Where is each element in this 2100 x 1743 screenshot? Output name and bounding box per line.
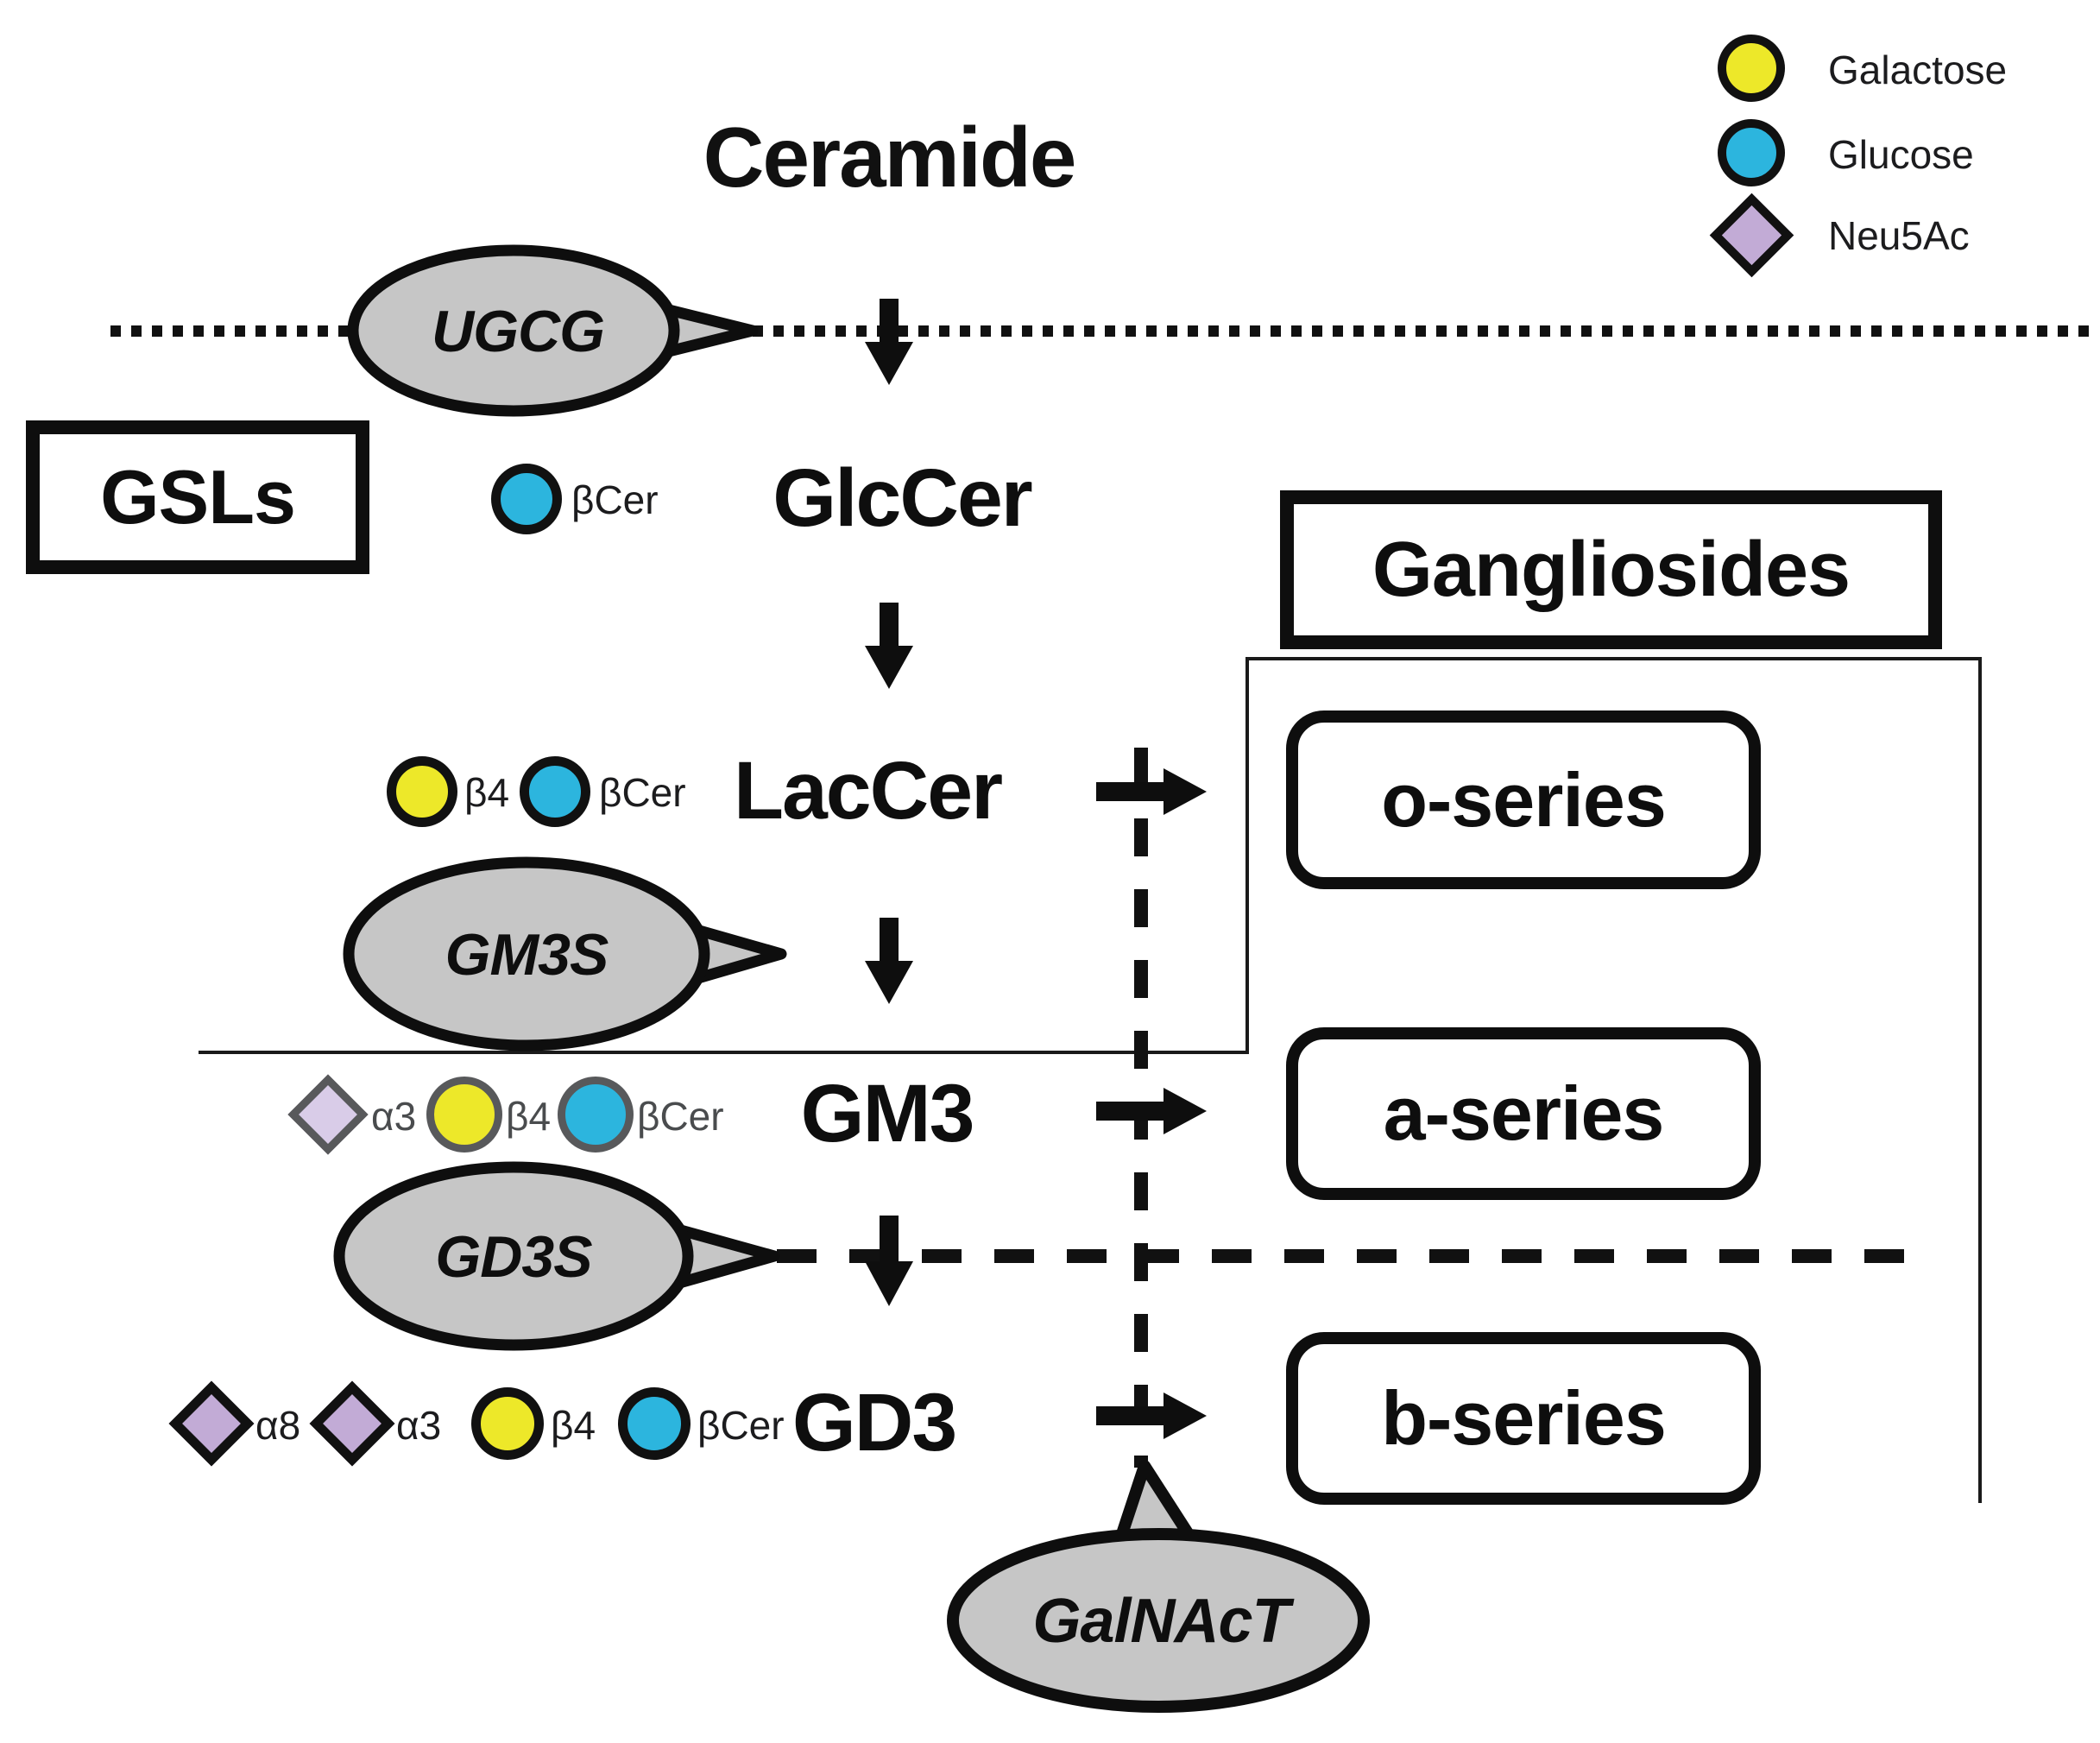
gm3s-bubble xyxy=(343,856,787,1051)
legend-galactose-icon xyxy=(1718,35,1785,102)
gm3-cer-label: βCer xyxy=(637,1094,724,1139)
laccer-label: LacCer xyxy=(733,745,1003,837)
gm3-glucose-icon xyxy=(558,1077,634,1153)
laccer-cer-label: βCer xyxy=(599,770,686,815)
arrow-down-glccer-laccer-icon xyxy=(865,603,913,689)
legend-glucose-icon xyxy=(1718,119,1785,186)
arrow-right-gm3-aseries-icon xyxy=(1096,1088,1207,1134)
page-title: Ceramide xyxy=(703,110,1077,205)
legend-neu5ac-icon xyxy=(1709,193,1794,278)
gd3-neu5ac-icon-1 xyxy=(168,1380,255,1467)
gm3-neu5ac-icon xyxy=(287,1074,369,1155)
gangliosides-frame-step-line xyxy=(199,1051,1249,1054)
laccer-glucose-icon xyxy=(520,756,590,827)
o-series-label: o-series xyxy=(1381,756,1667,843)
gsls-box: GSLs xyxy=(26,420,369,574)
gm3-b4-label: β4 xyxy=(506,1094,552,1139)
ugcg-label: UGCG xyxy=(432,299,605,364)
arrow-right-gd3-bseries-icon xyxy=(1096,1393,1207,1439)
gd3s-dashed-line xyxy=(777,1249,1933,1263)
arrow-down-laccer-gm3-icon xyxy=(865,918,913,1004)
gm3-galactose-icon xyxy=(426,1077,502,1153)
galnact-label: GalNAcT xyxy=(1032,1587,1290,1656)
gangliosides-frame-right-line xyxy=(1978,657,1982,1503)
a-series-box: a-series xyxy=(1286,1027,1761,1200)
gd3-glucose-icon xyxy=(618,1387,691,1460)
gangliosides-box: Gangliosides xyxy=(1280,490,1942,649)
gd3-a8-label: α8 xyxy=(255,1403,301,1448)
gm3s-label: GM3S xyxy=(445,922,609,988)
a-series-label: a-series xyxy=(1383,1070,1665,1156)
ugcg-bubble xyxy=(347,244,759,417)
o-series-box: o-series xyxy=(1286,710,1761,889)
glccer-glucose-icon xyxy=(491,464,562,534)
arrow-down-ceramide-glccer-icon xyxy=(865,299,913,385)
gm3-label: GM3 xyxy=(800,1068,975,1159)
glccer-cer-label: βCer xyxy=(571,477,659,522)
gangliosides-frame-left-line xyxy=(1245,657,1249,1054)
gd3s-label: GD3S xyxy=(435,1224,592,1290)
arrow-down-gm3-gd3-icon xyxy=(865,1216,913,1306)
legend-galactose-label: Galactose xyxy=(1828,47,2008,92)
gd3-neu5ac-icon-2 xyxy=(309,1380,395,1467)
gd3s-bubble xyxy=(333,1161,780,1351)
gangliosides-label: Gangliosides xyxy=(1372,526,1851,613)
gm3-a3-label: α3 xyxy=(371,1094,417,1139)
gd3-b4-label: β4 xyxy=(551,1403,596,1448)
gd3-a3-label: α3 xyxy=(396,1403,442,1448)
glccer-label: GlcCer xyxy=(773,452,1033,544)
gd3-galactose-icon xyxy=(471,1387,544,1460)
legend-glucose-label: Glucose xyxy=(1828,132,1974,177)
gd3-label: GD3 xyxy=(791,1377,957,1468)
b-series-box: b-series xyxy=(1286,1332,1761,1505)
laccer-b4-label: β4 xyxy=(464,770,510,815)
b-series-label: b-series xyxy=(1381,1375,1667,1461)
gd3-cer-label: βCer xyxy=(697,1403,785,1448)
laccer-galactose-icon xyxy=(387,756,457,827)
gangliosides-frame-top-line xyxy=(1245,657,1982,660)
legend-neu5ac-label: Neu5Ac xyxy=(1828,213,1970,258)
arrow-right-laccer-oseries-icon xyxy=(1096,768,1207,815)
gsls-label: GSLs xyxy=(100,454,296,540)
galnact-bubble xyxy=(947,1460,1370,1713)
